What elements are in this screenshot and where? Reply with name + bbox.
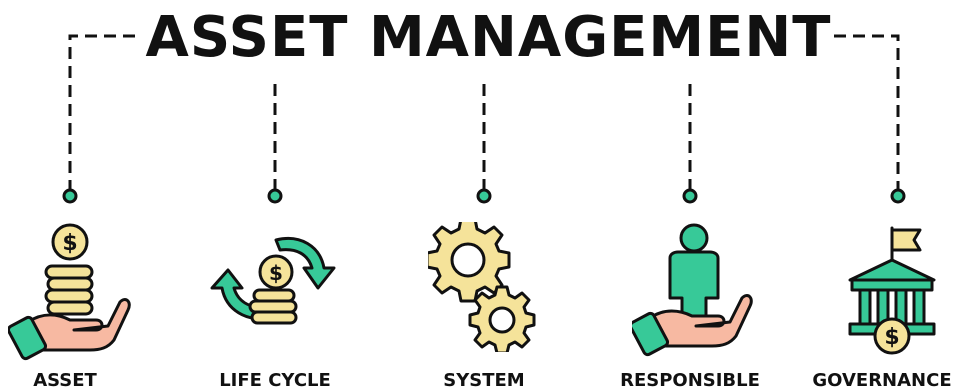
government-building-icon: $: [848, 226, 936, 355]
label-responsible: RESPONSIBLE: [620, 370, 760, 391]
label-system: SYSTEM: [443, 370, 525, 391]
gears-icon: [428, 222, 536, 352]
svg-text:$: $: [269, 261, 283, 285]
svg-text:$: $: [62, 231, 77, 256]
connector-left-bracket: [68, 34, 142, 192]
hand-holding-person-icon: [632, 223, 753, 357]
coins-cycle-arrows-icon: $: [210, 237, 336, 325]
node-dot-asset: [62, 188, 78, 204]
connector-right-bracket: [834, 34, 900, 192]
label-life-cycle: LIFE CYCLE: [219, 370, 331, 391]
node-dot-governance: [890, 188, 906, 204]
node-dot-life-cycle: [267, 188, 283, 204]
label-governance: GOVERNANCE: [812, 370, 952, 391]
diagram-title: ASSET MANAGEMENT: [145, 5, 832, 70]
node-dot-system: [476, 188, 492, 204]
label-asset: ASSET: [33, 370, 97, 391]
hand-holding-coins-icon: $: [8, 223, 131, 361]
node-dot-responsible: [682, 188, 698, 204]
svg-text:$: $: [884, 325, 899, 350]
